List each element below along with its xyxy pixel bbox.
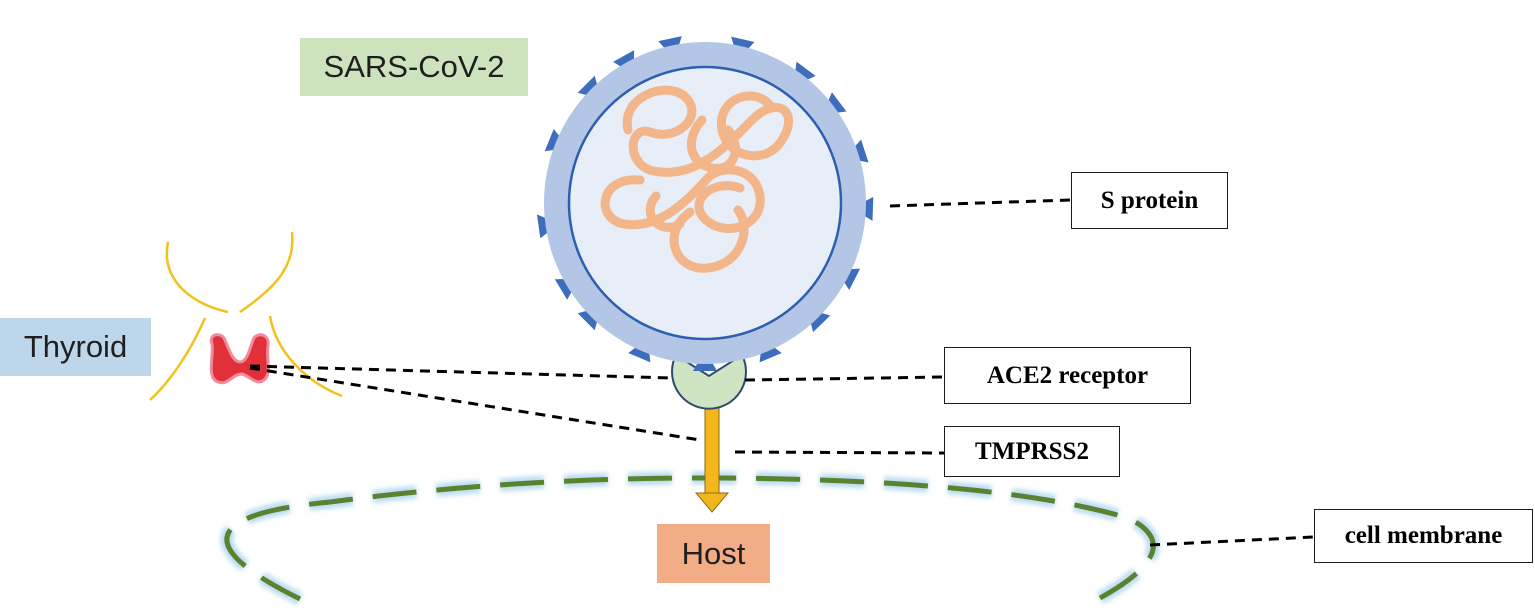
host-label: Host	[657, 524, 770, 583]
leader-line-s-protein	[889, 198, 1072, 208]
leader-line-thyroid-tmprss2	[249, 366, 701, 442]
leader-line-ace2	[744, 375, 945, 382]
virus-label: SARS-CoV-2	[300, 38, 528, 96]
s-protein-label: S protein	[1071, 172, 1228, 229]
ace2-receptor-icon	[671, 353, 747, 410]
leader-line-thyroid-ace2	[249, 364, 673, 380]
leader-lines	[249, 198, 1315, 547]
virus-icon	[536, 36, 874, 371]
rna-strand-icon	[600, 85, 793, 273]
neck-outline-icon	[149, 231, 343, 401]
tmprss2-label: TMPRSS2	[944, 426, 1120, 477]
leader-line-tmprss2	[734, 450, 945, 455]
thyroid-gland-icon	[209, 333, 270, 385]
tmprss2-arrow-icon	[694, 404, 730, 513]
thyroid-label: Thyroid	[0, 318, 151, 376]
leader-line-cell-membrane	[1149, 535, 1315, 547]
cell-membrane-label: cell membrane	[1314, 509, 1533, 563]
ace2-receptor-label: ACE2 receptor	[944, 347, 1191, 404]
cell-membrane-icon	[220, 471, 1160, 605]
